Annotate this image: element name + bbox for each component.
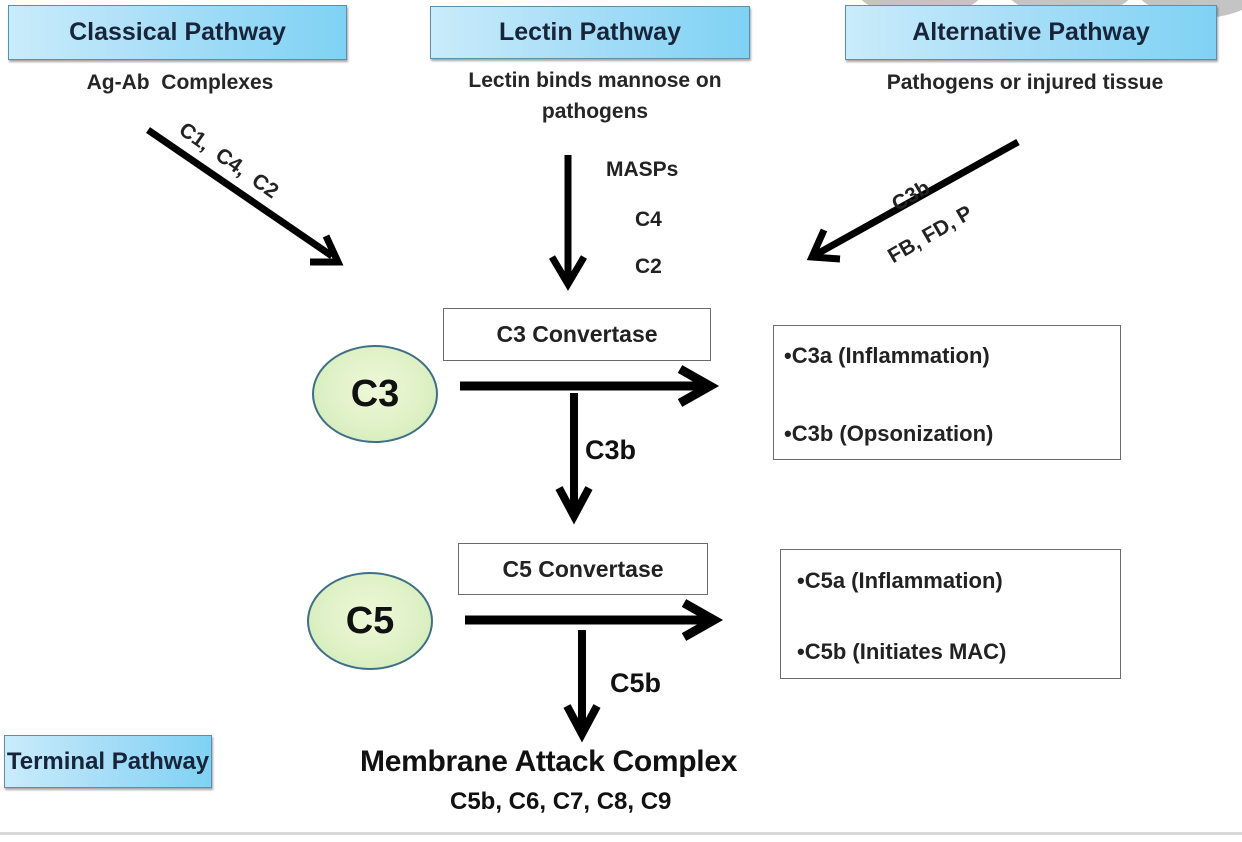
classical-pathway-title: Classical Pathway <box>69 18 286 46</box>
c3-convertase-box: C3 Convertase <box>443 308 711 361</box>
alternative-arrow <box>813 138 1020 259</box>
c3-products-box: •C3a (Inflammation) •C3b (Opsonization) <box>773 325 1121 460</box>
alternative-pathway-box: Alternative Pathway <box>845 5 1217 60</box>
mac-components: C5b, C6, C7, C8, C9 <box>450 788 672 815</box>
c5a-product: •C5a (Inflammation) <box>797 568 1003 593</box>
lectin-factor-c4: C4 <box>635 208 662 231</box>
c3b-arrow-head <box>555 486 593 525</box>
c5b-arrow-head <box>563 704 601 743</box>
alternative-pathway-title: Alternative Pathway <box>912 18 1150 46</box>
bottom-divider <box>0 832 1242 835</box>
c5-arrow-head <box>681 599 724 641</box>
lectin-factor-c2: C2 <box>635 255 662 278</box>
lectin-pathway-title: Lectin Pathway <box>499 18 681 46</box>
c5-label: C5 <box>345 599 395 642</box>
c5b-label: C5b <box>610 668 662 698</box>
lectin-trigger-line2: pathogens <box>541 100 649 123</box>
c5-products-box: •C5a (Inflammation) •C5b (Initiates MAC) <box>780 549 1121 679</box>
c3b-label: C3b <box>585 435 637 465</box>
classical-pathway-box: Classical Pathway <box>8 5 347 60</box>
mac-title: Membrane Attack Complex <box>360 745 738 778</box>
lectin-pathway-box: Lectin Pathway <box>430 6 750 59</box>
c3-arrow-head <box>677 365 720 407</box>
terminal-pathway-title: Terminal Pathway <box>6 747 210 775</box>
alternative-arrow-head <box>806 228 841 263</box>
c5b-product: •C5b (Initiates MAC) <box>797 639 1007 664</box>
terminal-pathway-box: Terminal Pathway <box>4 735 212 788</box>
lectin-trigger-line1: Lectin binds mannose on <box>468 69 722 92</box>
c3b-product: •C3b (Opsonization) <box>784 421 994 446</box>
lectin-factor-masps: MASPs <box>606 158 679 181</box>
c3-convertase-label: C3 Convertase <box>496 321 658 347</box>
c5-convertase-label: C5 Convertase <box>502 555 664 582</box>
classical-trigger: Ag-Ab Complexes <box>86 71 274 94</box>
c5-node: C5 <box>307 572 433 670</box>
c5-convertase-box: C5 Convertase <box>458 543 708 595</box>
alternative-trigger: Pathogens or injured tissue <box>886 71 1164 94</box>
lectin-arrow-head <box>548 255 588 291</box>
c3-node: C3 <box>312 345 438 443</box>
c3a-product: •C3a (Inflammation) <box>784 343 990 368</box>
classical-arrow <box>146 127 334 259</box>
c3-label: C3 <box>350 372 400 415</box>
classical-arrow-head <box>310 234 344 266</box>
